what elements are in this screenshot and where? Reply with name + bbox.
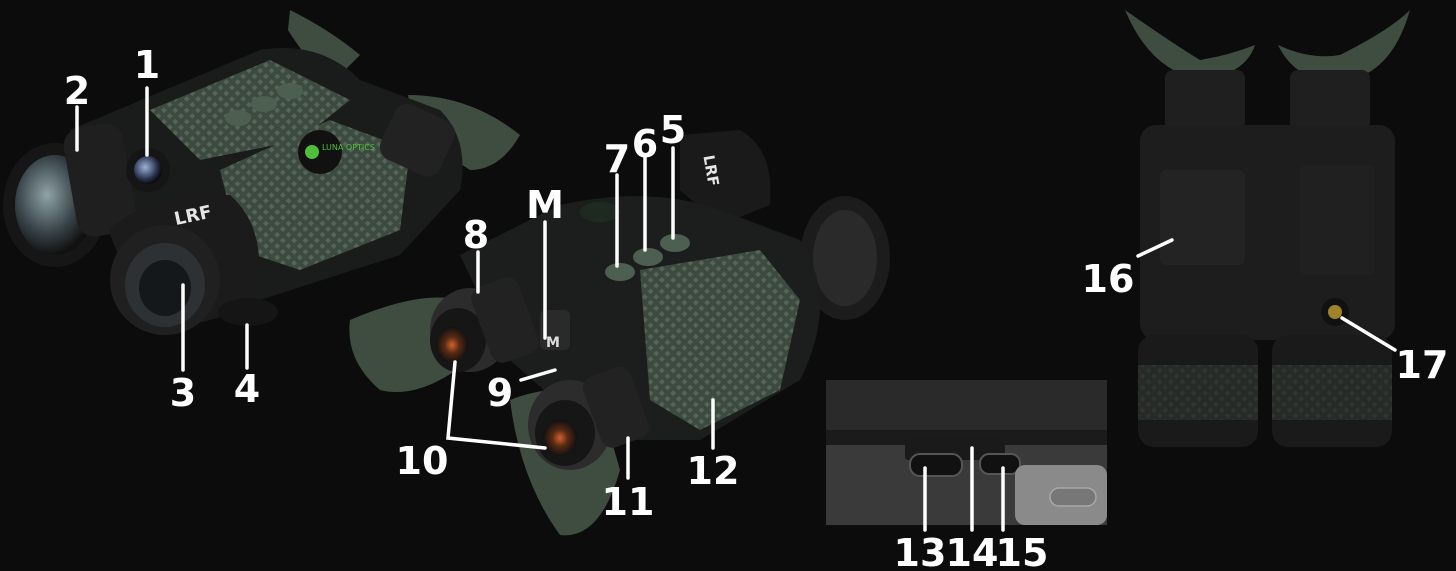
callout-4: 4 [234,367,260,411]
top-button [225,110,251,126]
top-button [251,96,277,112]
top-button [277,83,303,99]
mode-button: M [540,310,570,351]
callout-12: 12 [687,449,740,493]
callout-1: 1 [134,43,160,87]
callout-8: 8 [463,213,489,257]
ports-inset [826,380,1107,525]
device-rear-view: LRF M [349,130,890,536]
callout-m: M [526,183,564,227]
callout-labels: 1 2 3 4 5 6 7 8 M 9 10 11 12 13 14 15 16… [64,43,1449,571]
callout-17: 17 [1396,343,1449,387]
svg-text:M: M [546,335,560,351]
leader-lines [75,86,1397,532]
usb-c-port-a [909,453,963,477]
battery-cover [1160,170,1245,265]
callout-10: 10 [396,439,449,483]
button-7 [605,263,635,281]
svg-text:LUNA OPTICS: LUNA OPTICS [322,143,375,152]
usb-c-port-b [979,453,1021,475]
callout-13: 13 [894,531,947,571]
device-front-view: LUNA OPTICS LRF [3,10,520,335]
button-6 [633,248,663,266]
button-5 [660,234,690,252]
callout-9: 9 [487,371,513,415]
callout-7: 7 [604,137,630,181]
callout-5: 5 [660,108,686,152]
callout-16: 16 [1082,257,1135,301]
tripod-mount [1328,305,1342,319]
callout-6: 6 [632,122,658,166]
callout-14: 14 [946,531,999,571]
callout-15: 15 [996,531,1049,571]
svg-text:LRF: LRF [699,154,722,188]
callout-3: 3 [170,371,196,415]
brand-logo: LUNA OPTICS [298,130,375,174]
device-bottom-view [1125,10,1410,447]
callout-11: 11 [602,480,655,524]
callout-2: 2 [64,69,90,113]
lrf-module: LRF [110,194,260,335]
